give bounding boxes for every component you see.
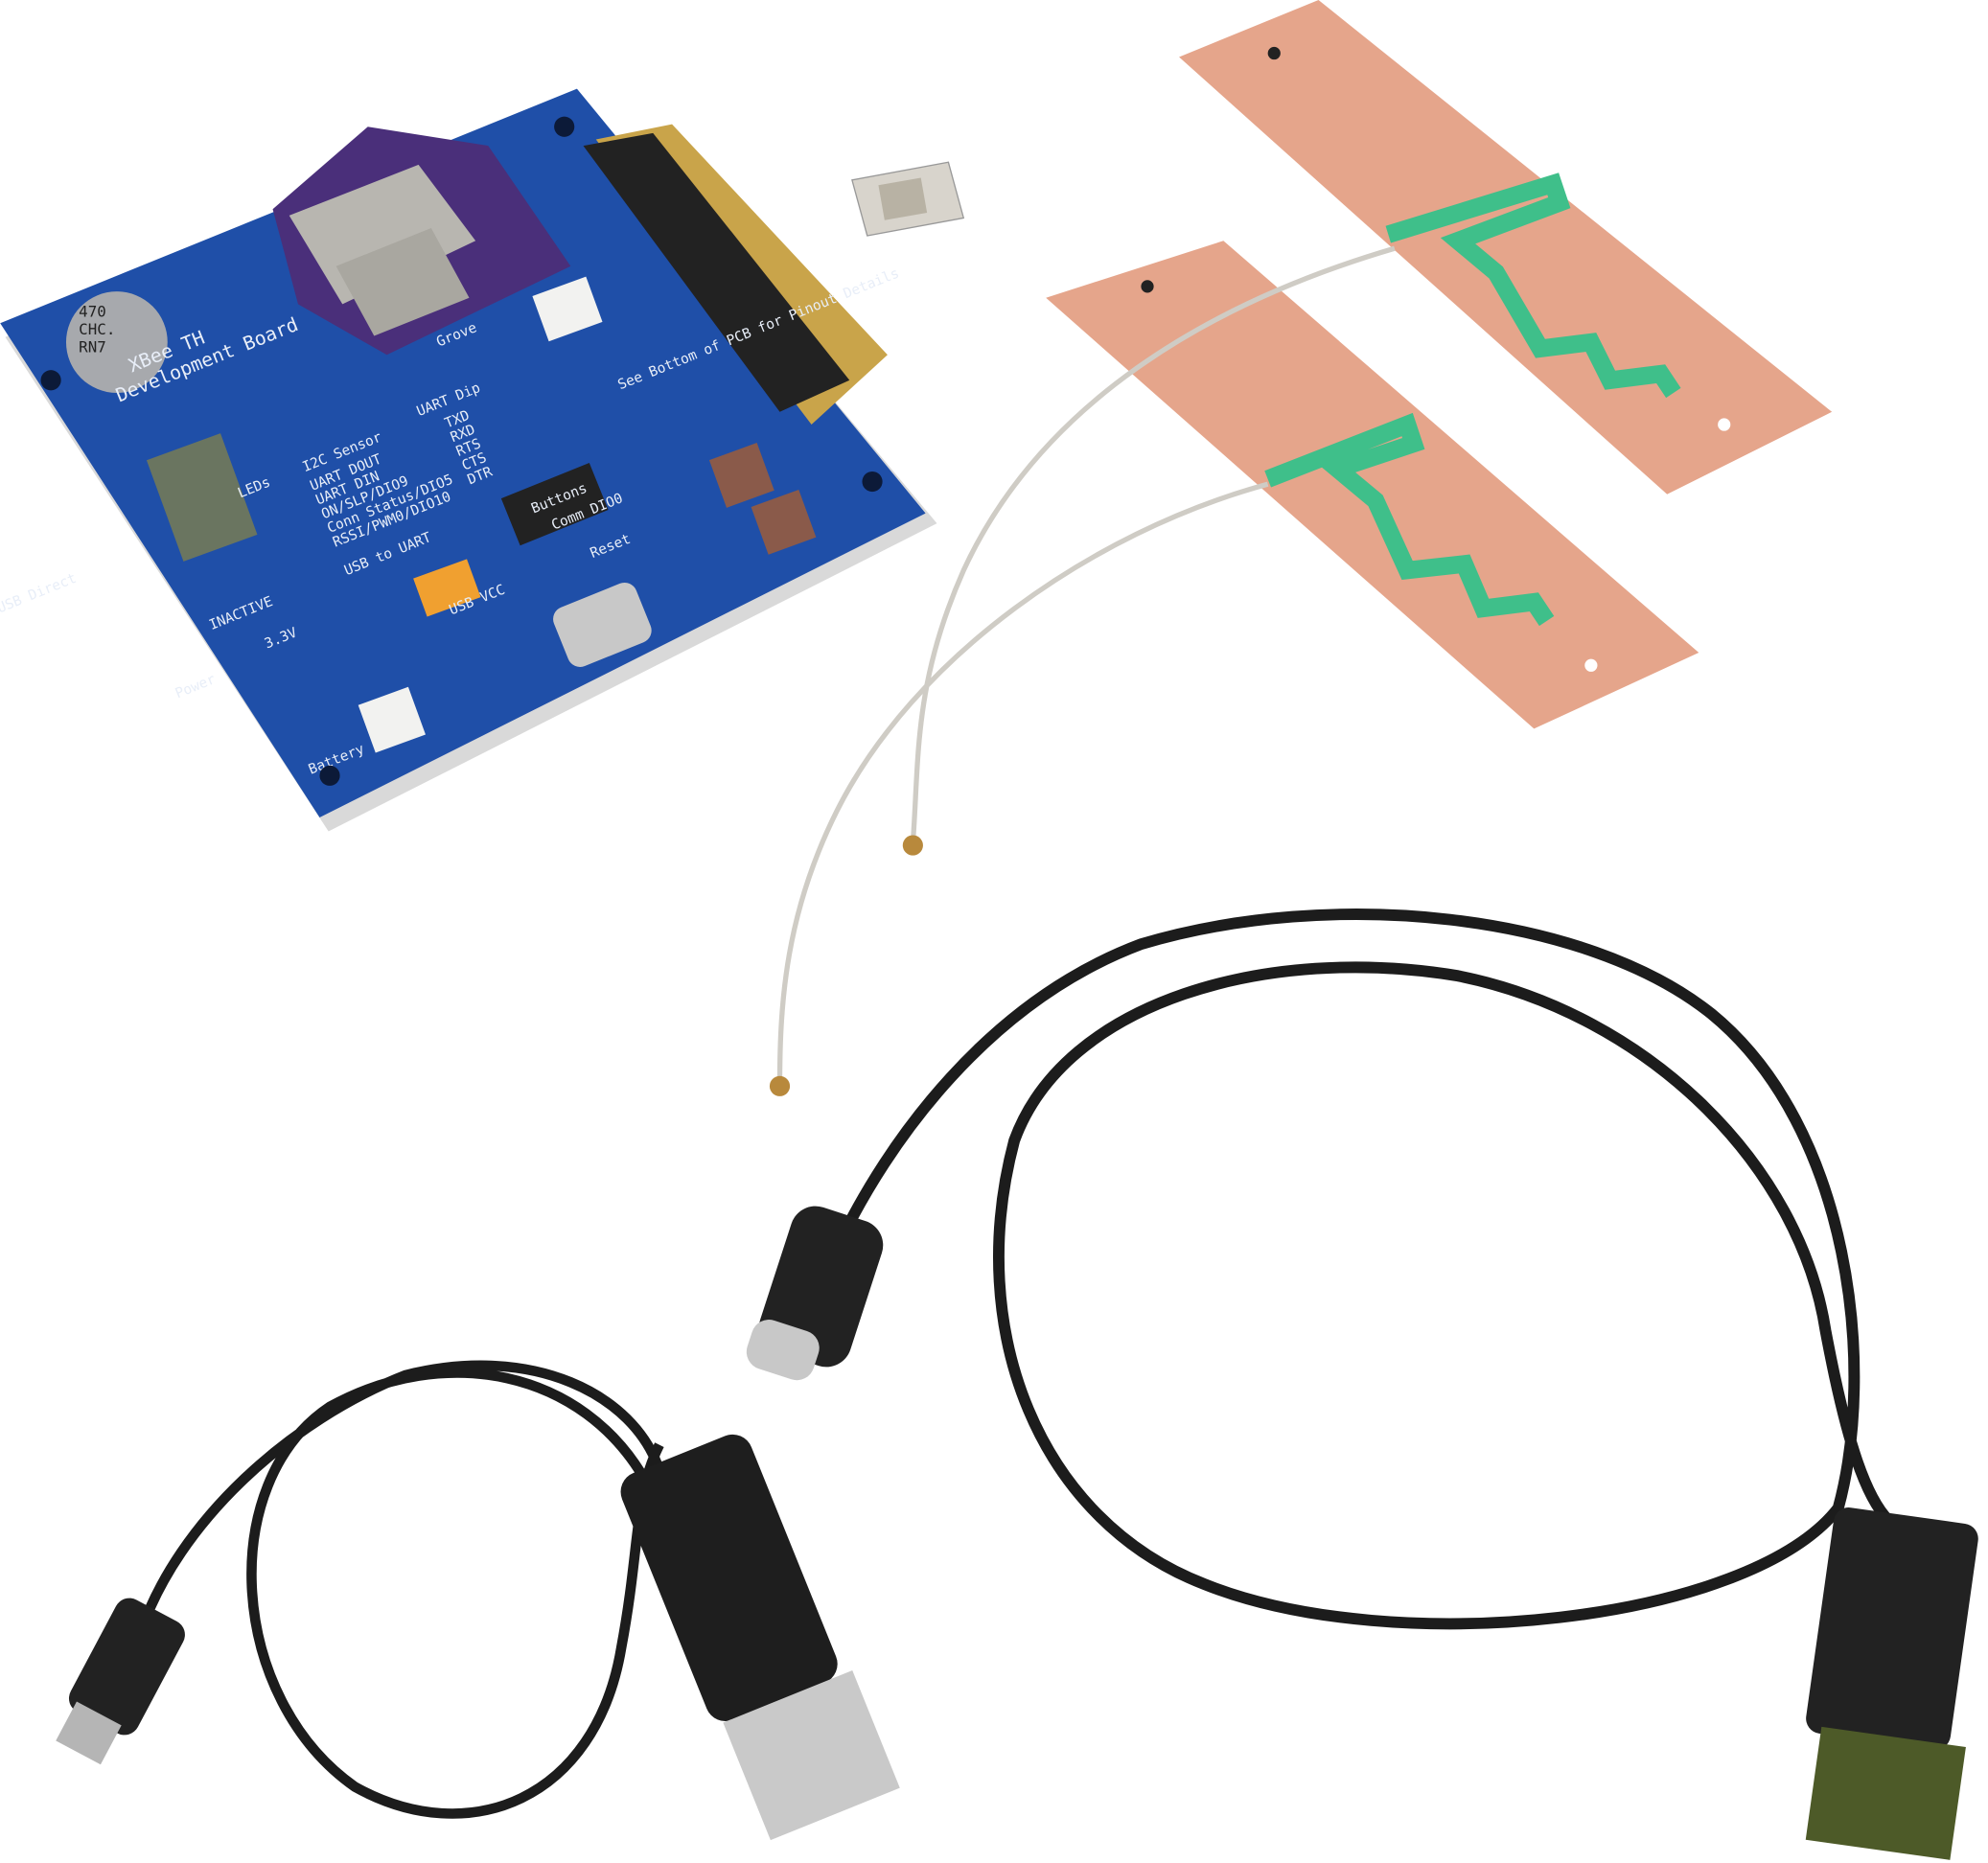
silkscreen-label: Power: [173, 672, 219, 702]
usb-a-connector-icon: [723, 1670, 900, 1841]
u-fl-connector-icon: [769, 1075, 791, 1096]
shape: [553, 582, 652, 667]
shape: [1584, 658, 1598, 672]
pcb-antenna-large: [1179, 0, 1833, 494]
shape: [65, 291, 168, 393]
shape: [413, 559, 481, 617]
shape: [146, 433, 258, 562]
shape: [134, 1360, 664, 1819]
u-fl-connector-icon: [902, 835, 923, 856]
usb-a-plug: [1806, 1507, 1978, 1750]
shape: [289, 164, 476, 305]
micro-usb-plug: [68, 1598, 185, 1736]
shape: [1385, 172, 1681, 399]
shape: [554, 116, 575, 137]
shape: [40, 370, 61, 391]
micro-usb-to-usb-a-cable: [56, 1360, 900, 1841]
usb-c-connector-icon: [746, 1320, 820, 1381]
xbee-development-board: 470 CHC. RN7 XBee TH Development Board U…: [0, 88, 937, 832]
usb-c-to-usb-a-cable: [746, 908, 1978, 1860]
shape: [831, 908, 1894, 1630]
pcb-antenna-small: [1046, 241, 1699, 729]
usb-a-plug: [620, 1434, 838, 1722]
shape: [1264, 412, 1555, 627]
sim-card: [851, 161, 965, 237]
silkscreen-label: USB Direct: [0, 571, 79, 617]
silkscreen-label: 470: [79, 303, 106, 321]
shape: [532, 276, 603, 342]
shape: [878, 177, 928, 220]
shape: [862, 471, 883, 493]
silkscreen-label: CHC.: [79, 320, 115, 338]
shape: [1718, 418, 1731, 431]
silkscreen-label: RN7: [79, 338, 106, 356]
u-fl-cable-2: [776, 481, 1269, 1084]
shape: [319, 765, 340, 786]
micro-usb-connector-icon: [56, 1701, 122, 1765]
shape: [751, 489, 817, 555]
shape: [1141, 280, 1154, 293]
usb-a-connector-icon: [1805, 1726, 1966, 1860]
shape: [583, 132, 850, 412]
shape: [708, 443, 774, 508]
shape: [335, 228, 470, 336]
shape: [1267, 46, 1281, 60]
shape: [358, 686, 426, 753]
shape: [500, 462, 609, 546]
u-fl-cable-1: [910, 245, 1396, 843]
